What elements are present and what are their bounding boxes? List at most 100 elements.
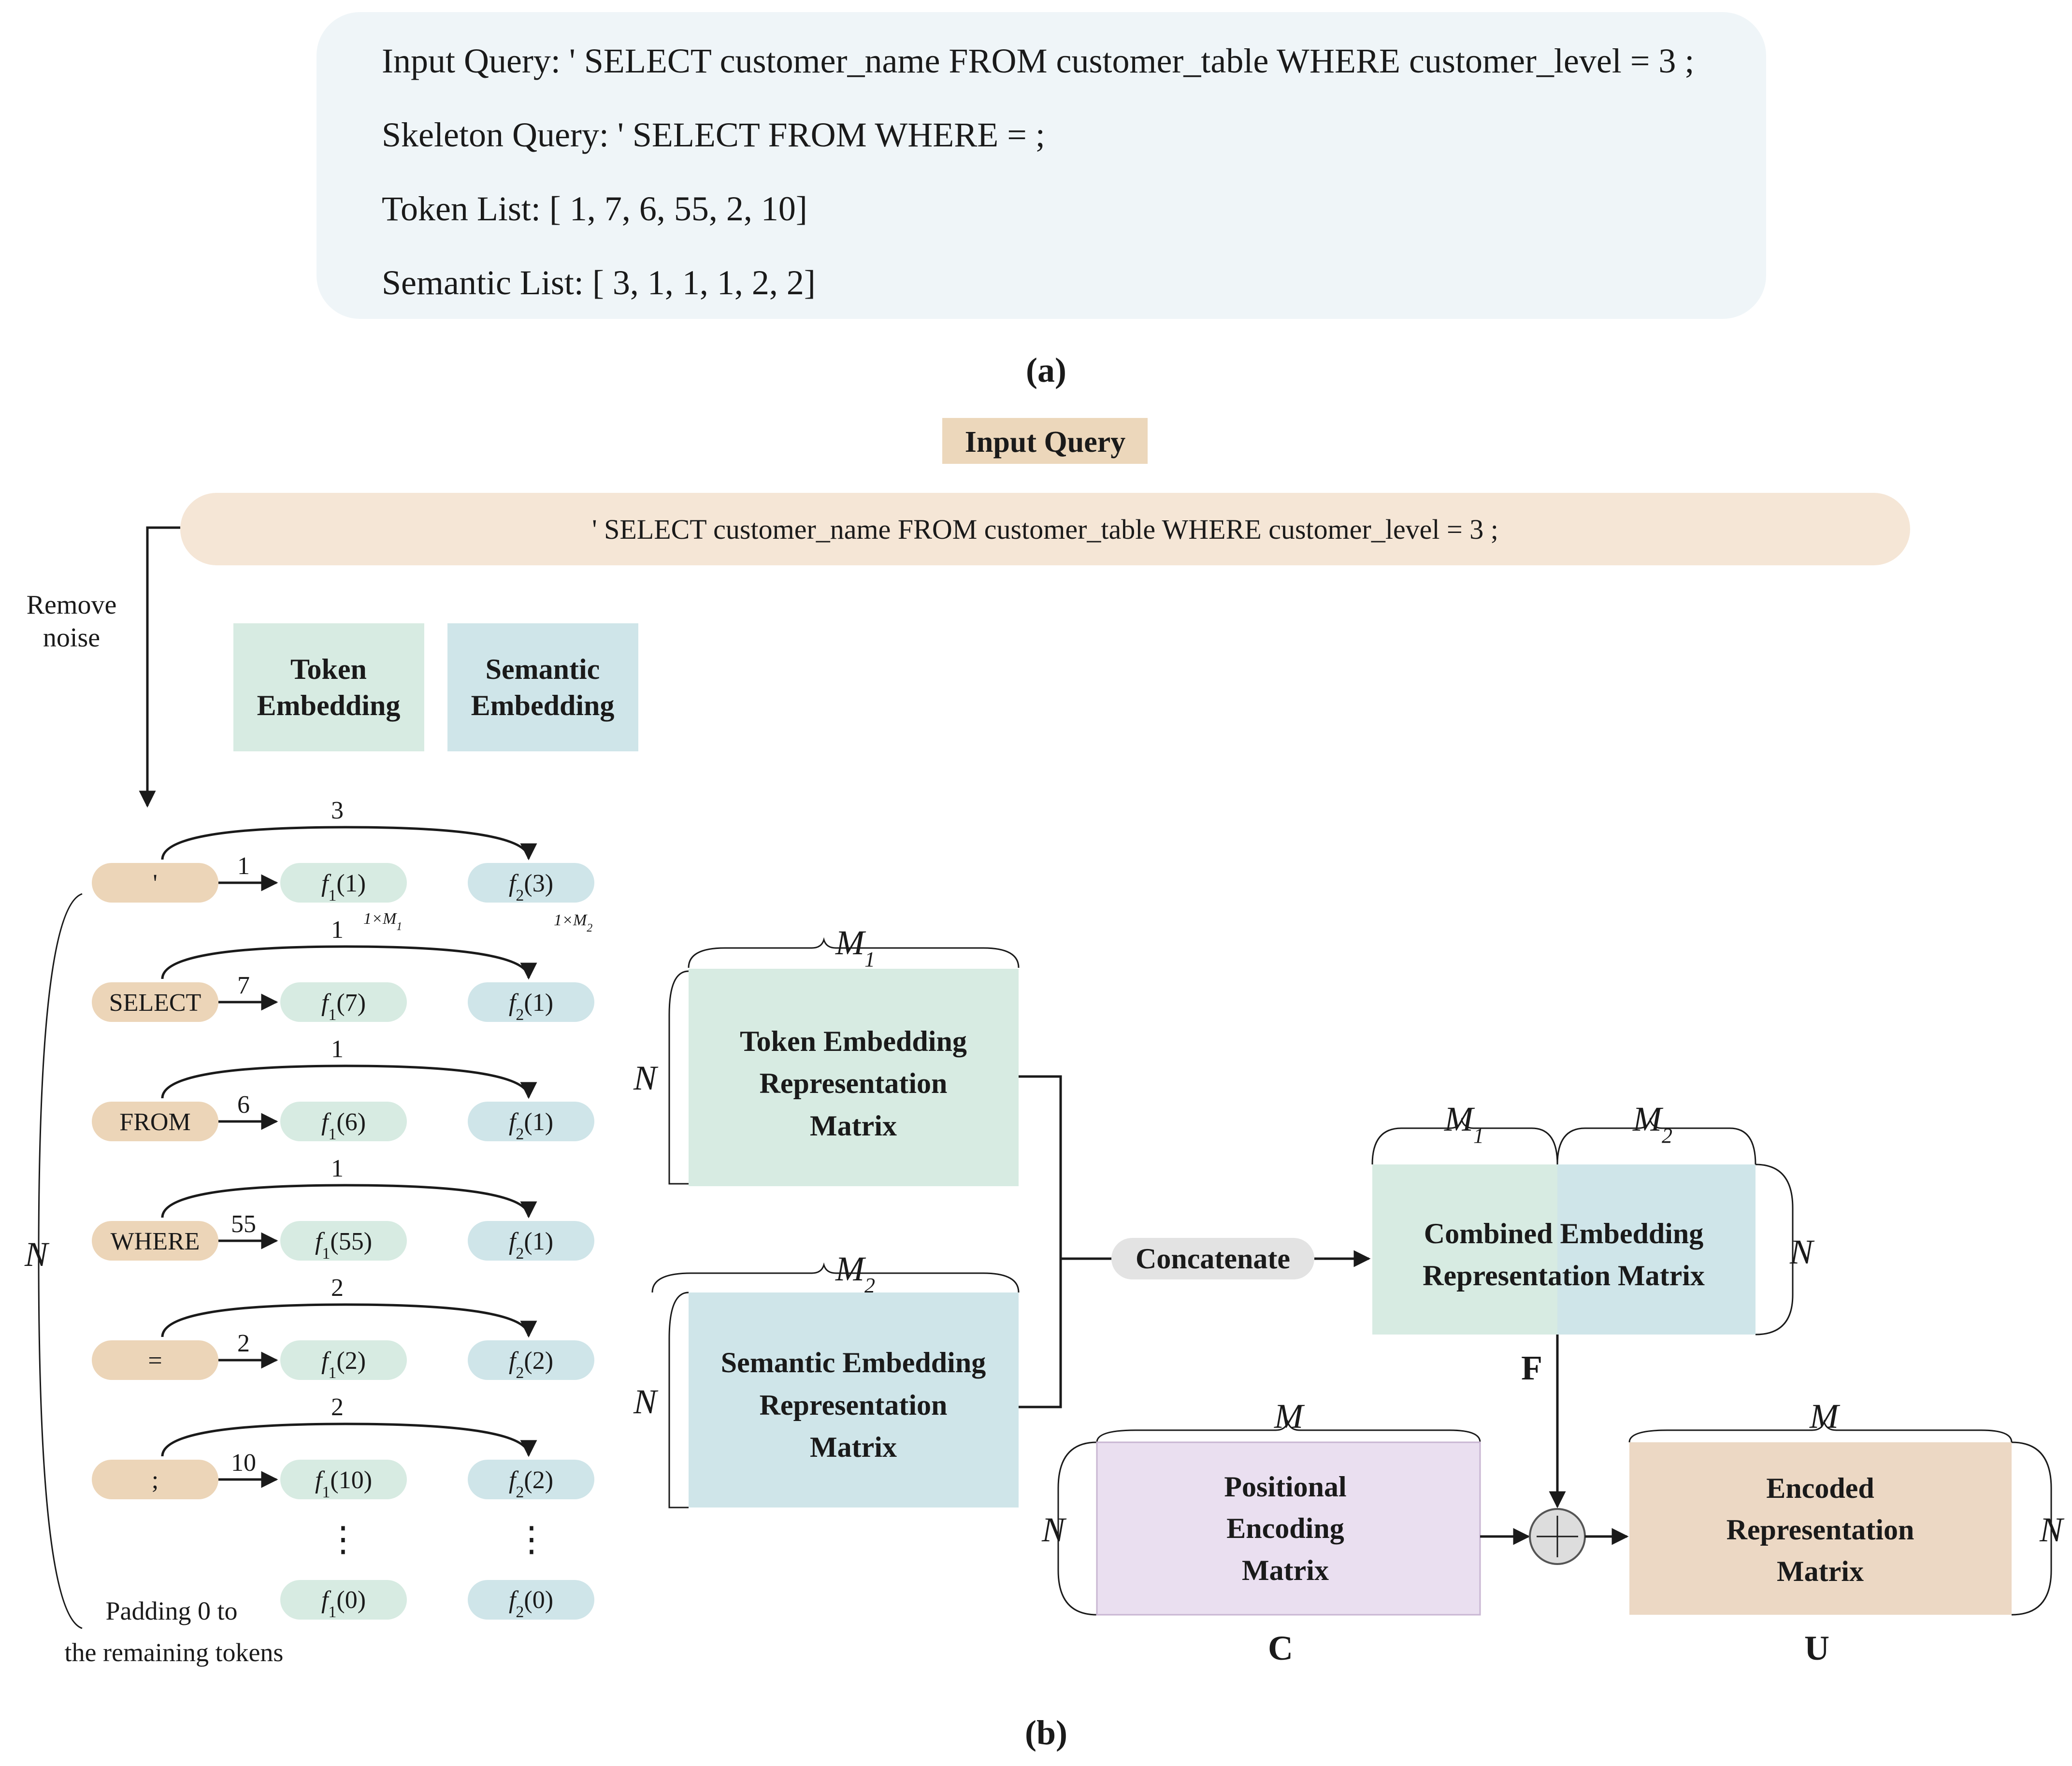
token-label: WHERE: [111, 1228, 200, 1255]
concatenate-pill: [1111, 1238, 1314, 1279]
f1-label: f1(2): [321, 1347, 366, 1382]
token-pill: [92, 1102, 218, 1141]
remove-noise-connector: Remove noise: [27, 526, 180, 808]
token-matrix-left-brace: [668, 970, 689, 1185]
legend-semantic-embedding-line2: Embedding: [471, 689, 615, 721]
panel-a-caption: (a): [1026, 351, 1066, 389]
legend-token-embedding-line1: Token: [290, 653, 367, 685]
f2-dims-label: 1×M2: [554, 911, 592, 934]
panel-b-caption: (b): [1025, 1713, 1067, 1752]
token-to-concat-line: [1019, 1075, 1062, 1259]
f1-label: f1(10): [315, 1466, 372, 1501]
embedding-legend: Token Embedding Semantic Embedding: [233, 623, 638, 751]
f2-padding-label: f2(0): [509, 1586, 553, 1621]
legend-semantic-embedding-box: [447, 623, 638, 751]
panel-a-line-token-list: Token List: [ 1, 7, 6, 55, 2, 10]: [382, 189, 807, 228]
legend-token-embedding-line2: Embedding: [257, 689, 401, 721]
input-query-label: Input Query: [965, 426, 1125, 459]
f1-label: f1(7): [321, 989, 366, 1024]
f2-pill: [468, 1460, 594, 1499]
semantic-matrix-top-brace: [651, 1262, 1020, 1293]
token-embedding-matrix: M1 N Token Embedding Representation Matr…: [633, 923, 1020, 1186]
combined-matrix-letter-f: F: [1521, 1349, 1542, 1387]
encoded-matrix-line1: Encoded: [1766, 1472, 1874, 1504]
token-pill: [92, 863, 218, 903]
combined-right-brace: [1755, 1163, 1794, 1335]
token-matrix-top-brace: [688, 937, 1020, 968]
f1-pill: [280, 982, 407, 1022]
positional-matrix-line3: Matrix: [1242, 1554, 1329, 1586]
f1-pill: [280, 1102, 407, 1141]
semantic-matrix-line1: Semantic Embedding: [721, 1347, 986, 1378]
encoded-right-brace: [2011, 1441, 2052, 1616]
padding-note-line1: Padding 0 to: [105, 1596, 237, 1625]
semantic-matrix-left-brace: [668, 1292, 689, 1508]
token-id-label: 10: [231, 1449, 256, 1477]
f2-pill: [468, 1340, 594, 1380]
f2-padding-pill: [468, 1580, 594, 1620]
encoded-representation-matrix: M N Encoded Representation Matrix U: [1628, 1397, 2065, 1667]
remove-noise-label-line2: noise: [43, 623, 100, 653]
combined-matrix-line2: Representation Matrix: [1423, 1260, 1705, 1292]
positional-matrix-line2: Encoding: [1226, 1512, 1344, 1544]
token-id-label: 1: [237, 852, 250, 880]
semantic-matrix-n-label: N: [633, 1382, 659, 1421]
token-pill: [92, 1221, 218, 1261]
f1-padding-pill: [280, 1580, 407, 1620]
token-label: FROM: [119, 1108, 190, 1136]
encoded-matrix-line2: Representation: [1727, 1514, 1914, 1546]
token-to-f2-arc: [161, 1422, 537, 1457]
input-query-text: ' SELECT customer_name FROM customer_tab…: [592, 514, 1498, 545]
token-id-label: 55: [231, 1210, 256, 1238]
semantic-id-label: 2: [331, 1393, 344, 1421]
panel-a-line-skeleton-query: Skeleton Query: ' SELECT FROM WHERE = ;: [382, 115, 1045, 154]
f2-label: f2(1): [509, 1228, 553, 1263]
token-pill: [92, 1460, 218, 1499]
token-to-f2-arc: [161, 1064, 537, 1099]
f2-label: f2(1): [509, 1108, 553, 1143]
token-id-label: 2: [237, 1330, 250, 1357]
concatenate-label: Concatenate: [1136, 1243, 1290, 1275]
combined-m2-brace: [1556, 1117, 1756, 1165]
positional-left-brace: [1057, 1441, 1097, 1616]
addition-node: [1480, 1335, 1629, 1565]
f2-label: f2(2): [509, 1347, 553, 1382]
panel-a-line-input-query: Input Query: ' SELECT customer_name FROM…: [382, 42, 1694, 80]
token-matrix-line2: Representation: [760, 1067, 948, 1099]
encoded-m-brace: [1628, 1419, 2013, 1443]
positional-matrix-box: [1096, 1441, 1481, 1616]
semantic-id-label: 1: [331, 1155, 344, 1182]
token-label: =: [148, 1347, 162, 1375]
positional-encoding-matrix: M N Positional Encoding Matrix C: [1041, 1397, 1481, 1667]
combined-m1-label: M1: [1444, 1100, 1484, 1148]
semantic-id-label: 2: [331, 1274, 344, 1302]
combined-matrix-semantic-part: [1557, 1164, 1755, 1335]
token-matrix-line1: Token Embedding: [740, 1025, 967, 1057]
input-query-header: Input Query ' SELECT customer_name FROM …: [180, 418, 1910, 565]
positional-matrix-line1: Positional: [1224, 1471, 1346, 1503]
f2-pill: [468, 863, 594, 903]
panel-a: Input Query: ' SELECT customer_name FROM…: [317, 12, 1766, 389]
semantic-matrix-m2-label: M2: [835, 1249, 875, 1297]
f1-pill: [280, 863, 407, 903]
combined-matrix-line1: Combined Embedding: [1424, 1218, 1704, 1249]
semantic-matrix-line2: Representation: [760, 1389, 948, 1421]
combined-n-label: N: [1789, 1233, 1815, 1271]
semantic-matrix-box: [689, 1292, 1019, 1508]
legend-token-embedding-box: [233, 623, 424, 751]
token-row: '1f1(1)f2(3)3: [92, 797, 594, 905]
f2-label: f2(2): [509, 1466, 553, 1501]
encoded-n-label: N: [2039, 1510, 2065, 1549]
token-matrix-line3: Matrix: [810, 1110, 897, 1142]
token-row: = 2 f1(2) f2(2) 2: [92, 1274, 594, 1382]
token-list-brace: N: [24, 893, 83, 1629]
f1-label: f1(55): [315, 1228, 372, 1263]
remove-noise-arrow: [139, 526, 180, 808]
remove-noise-label-line1: Remove: [27, 590, 117, 620]
f1-dims-label: 1×M1: [363, 910, 402, 933]
token-to-f2-arc: [161, 1184, 537, 1219]
